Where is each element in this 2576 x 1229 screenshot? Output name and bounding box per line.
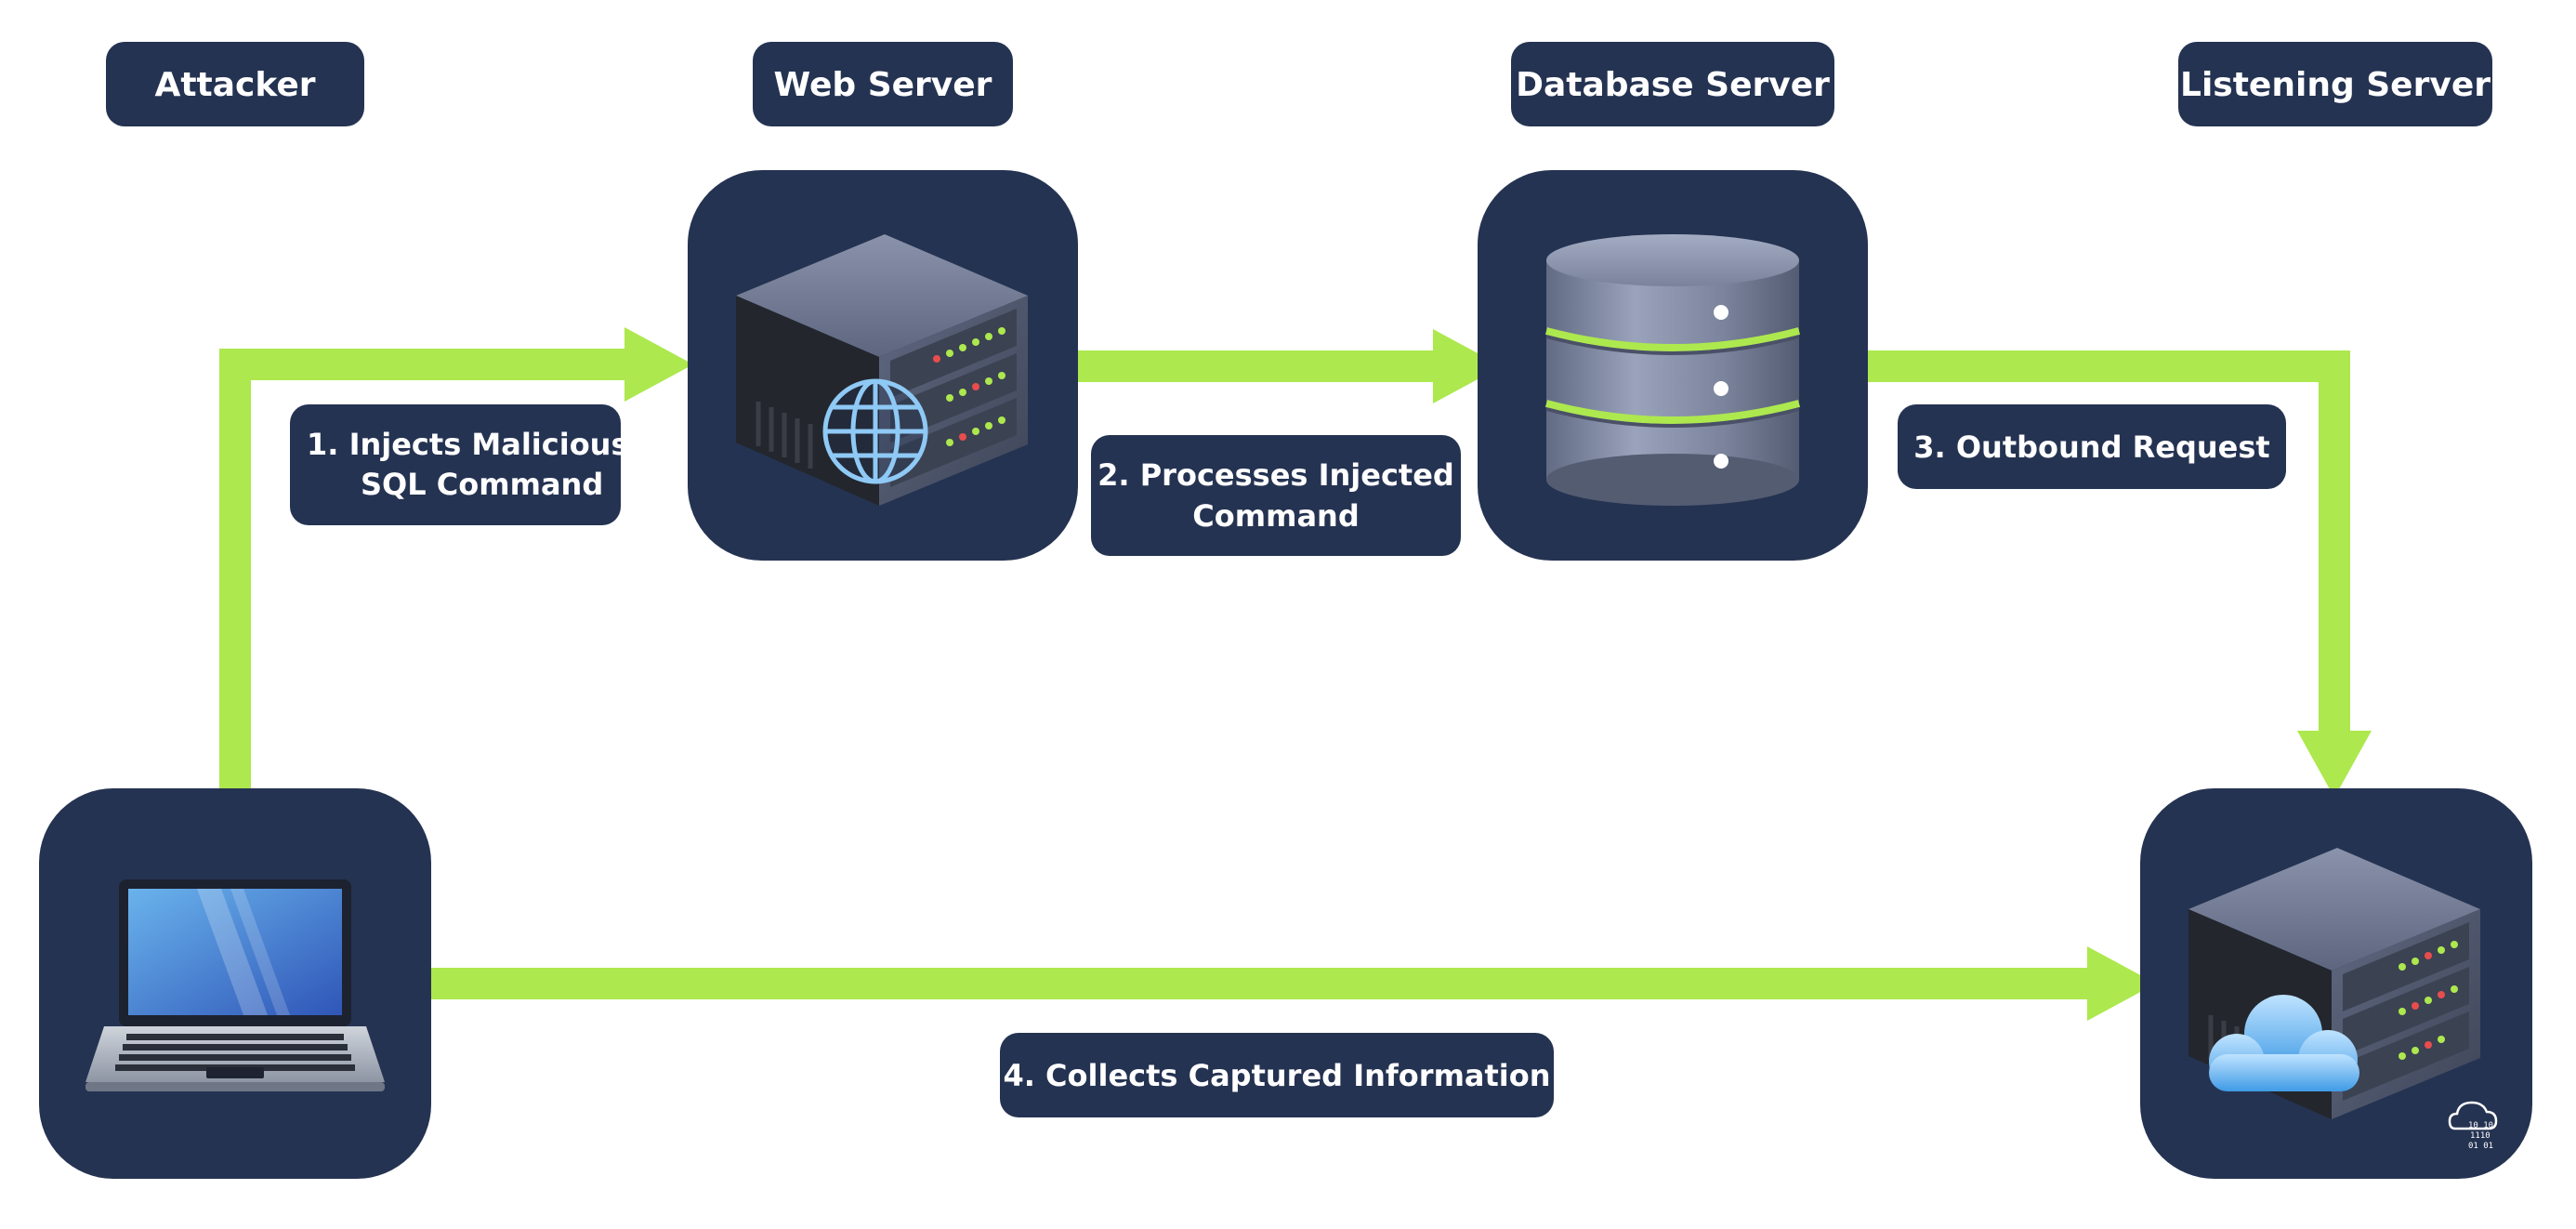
step1-label: 1. Injects Malicious SQL Command bbox=[290, 404, 629, 525]
arrow-step3 bbox=[1868, 350, 2372, 798]
arrow-step1 bbox=[219, 327, 693, 788]
database-icon bbox=[1544, 234, 1801, 506]
header-listening-server-label: Listening Server bbox=[2180, 66, 2491, 104]
step4-label: 4. Collects Captured Information bbox=[1000, 1033, 1554, 1117]
step1-line1: 1. Injects Malicious bbox=[307, 427, 629, 462]
laptop-icon bbox=[85, 879, 385, 1091]
step1-line2: SQL Command bbox=[361, 467, 603, 502]
step2-line2: Command bbox=[1192, 498, 1359, 534]
header-web-server-label: Web Server bbox=[774, 66, 992, 104]
header-attacker: Attacker bbox=[106, 42, 364, 126]
step3-line1: 3. Outbound Request bbox=[1913, 429, 2269, 465]
step2-line1: 2. Processes Injected bbox=[1097, 457, 1454, 493]
step3-label: 3. Outbound Request bbox=[1898, 404, 2286, 489]
arrow-step4 bbox=[429, 946, 2156, 1021]
cloud-server-icon bbox=[2188, 848, 2480, 1119]
badge-line2: 1110 bbox=[2470, 1131, 2491, 1141]
arrow-step2 bbox=[1078, 329, 1502, 403]
badge-line1: 10 10 bbox=[2468, 1121, 2493, 1130]
header-database-server: Database Server bbox=[1511, 42, 1834, 126]
step4-line1: 4. Collects Captured Information bbox=[1003, 1058, 1550, 1093]
step2-label: 2. Processes Injected Command bbox=[1091, 435, 1461, 556]
badge-line3: 01 01 bbox=[2468, 1142, 2493, 1151]
header-database-server-label: Database Server bbox=[1516, 66, 1830, 104]
header-web-server: Web Server bbox=[753, 42, 1013, 126]
cloud-binary-badge-icon: 10 10 1110 01 01 bbox=[2448, 1101, 2498, 1151]
header-listening-server: Listening Server bbox=[2178, 42, 2492, 126]
header-attacker-label: Attacker bbox=[154, 66, 315, 104]
web-server-globe-icon bbox=[736, 234, 1028, 506]
